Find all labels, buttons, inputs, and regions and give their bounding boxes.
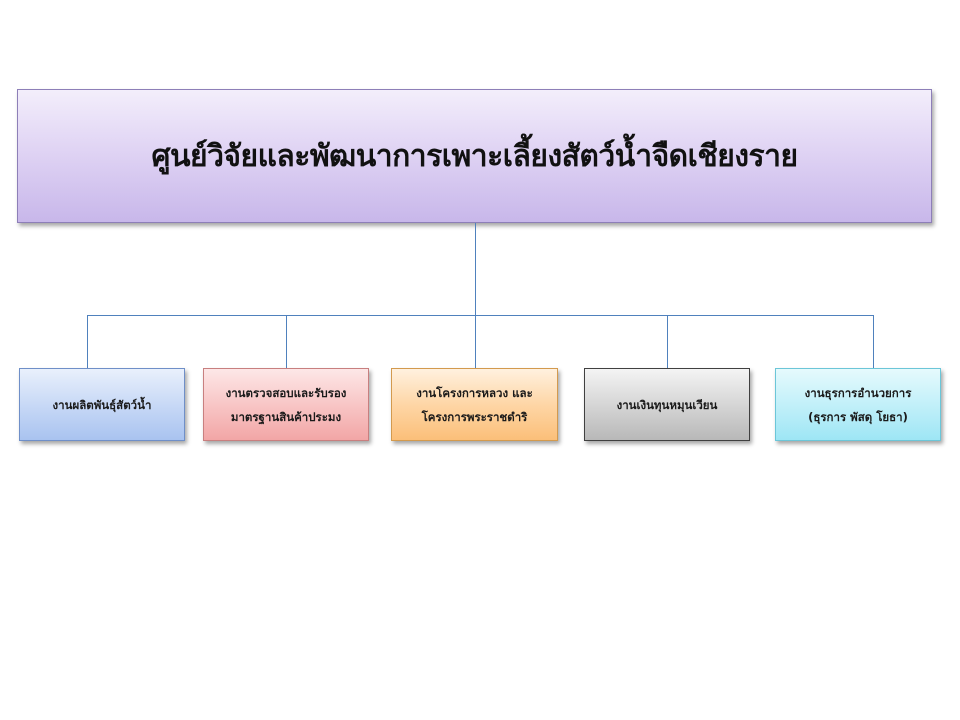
unit-label-line: งานตรวจสอบและรับรอง xyxy=(225,385,347,400)
unit-label-inspection: งานตรวจสอบและรับรอง มาตรฐานสินค้าประมง xyxy=(226,381,347,429)
unit-box-administration: งานธุรการอำนวยการ (ธุรการ พัสดุ โยธา) xyxy=(775,368,941,441)
unit-box-royal-projects: งานโครงการหลวง และ โครงการพระราชดำริ xyxy=(391,368,558,441)
unit-label-line: งานเงินทุนหมุนเวียน xyxy=(616,397,718,412)
trunk-connector xyxy=(475,223,476,316)
root-unit-title: ศูนย์วิจัยและพัฒนาการเพาะเลี้ยงสัตว์น้ำจ… xyxy=(151,138,798,174)
unit-label-line: โครงการพระราชดำริ xyxy=(421,409,528,424)
unit-label-revolving-fund: งานเงินทุนหมุนเวียน xyxy=(617,393,718,417)
unit-label-line: มาตรฐานสินค้าประมง xyxy=(230,409,342,424)
unit-box-breeding: งานผลิตพันธุ์สัตว์น้ำ xyxy=(19,368,185,441)
unit-label-breeding: งานผลิตพันธุ์สัตว์น้ำ xyxy=(53,393,152,417)
unit-label-line: งานธุรการอำนวยการ xyxy=(804,385,912,400)
unit-label-line: งานโครงการหลวง และ xyxy=(416,385,533,400)
unit-label-royal-projects: งานโครงการหลวง และ โครงการพระราชดำริ xyxy=(416,381,533,429)
root-unit-box: ศูนย์วิจัยและพัฒนาการเพาะเลี้ยงสัตว์น้ำจ… xyxy=(17,89,932,223)
branch-connector-2 xyxy=(286,315,287,368)
branch-connector-1 xyxy=(87,315,88,368)
horizontal-connector xyxy=(87,315,874,316)
branch-connector-4 xyxy=(667,315,668,368)
unit-box-revolving-fund: งานเงินทุนหมุนเวียน xyxy=(584,368,750,441)
unit-box-inspection: งานตรวจสอบและรับรอง มาตรฐานสินค้าประมง xyxy=(203,368,369,441)
unit-label-line: งานผลิตพันธุ์สัตว์น้ำ xyxy=(52,397,152,412)
unit-label-line: (ธุรการ พัสดุ โยธา) xyxy=(808,409,908,424)
unit-label-administration: งานธุรการอำนวยการ (ธุรการ พัสดุ โยธา) xyxy=(805,381,912,429)
branch-connector-3 xyxy=(475,315,476,368)
branch-connector-5 xyxy=(873,315,874,368)
